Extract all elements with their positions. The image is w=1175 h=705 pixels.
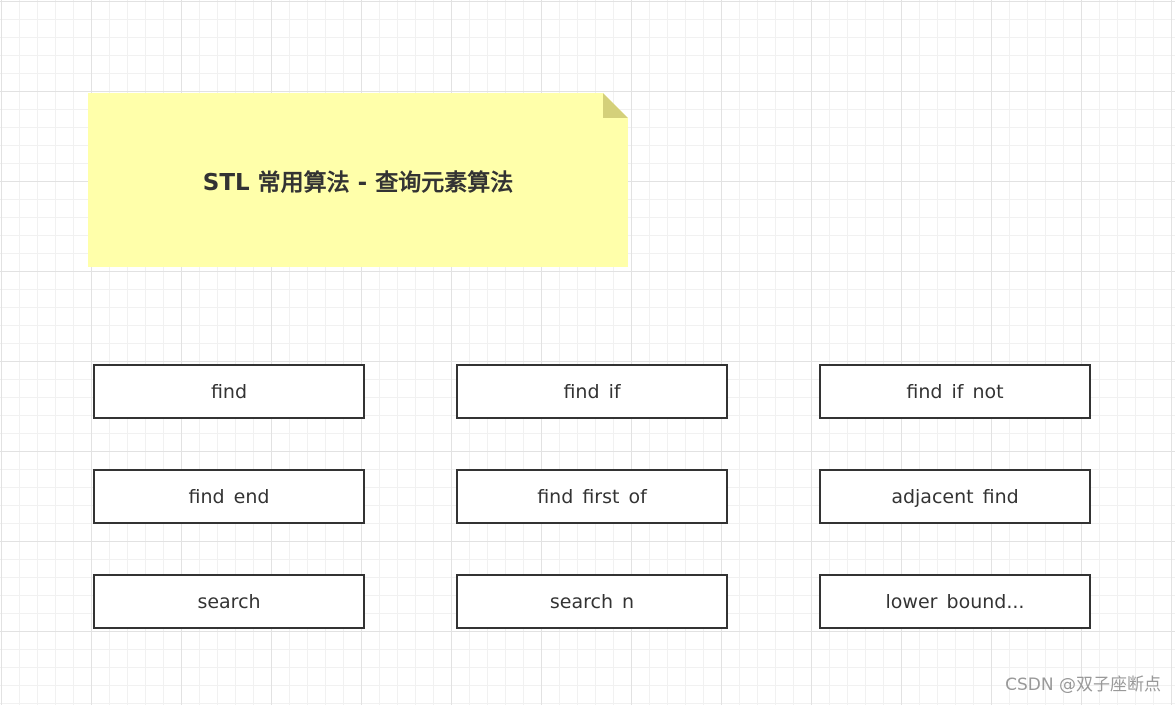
watermark: CSDN @双子座断点 — [1005, 675, 1161, 695]
box-search[interactable]: search — [93, 574, 365, 629]
diagram-title: STL 常用算法 - 查询元素算法 — [202, 170, 514, 196]
box-adjacent-find[interactable]: adjacent find — [819, 469, 1091, 524]
box-lower-bound[interactable]: lower bound... — [819, 574, 1091, 629]
sticky-note[interactable] — [88, 93, 628, 267]
box-find-first-of[interactable]: find first of — [456, 469, 728, 524]
box-find-end[interactable]: find end — [93, 469, 365, 524]
box-find-if[interactable]: find if — [456, 364, 728, 419]
box-find-if-not[interactable]: find if not — [819, 364, 1091, 419]
box-search-n[interactable]: search n — [456, 574, 728, 629]
box-find[interactable]: find — [93, 364, 365, 419]
